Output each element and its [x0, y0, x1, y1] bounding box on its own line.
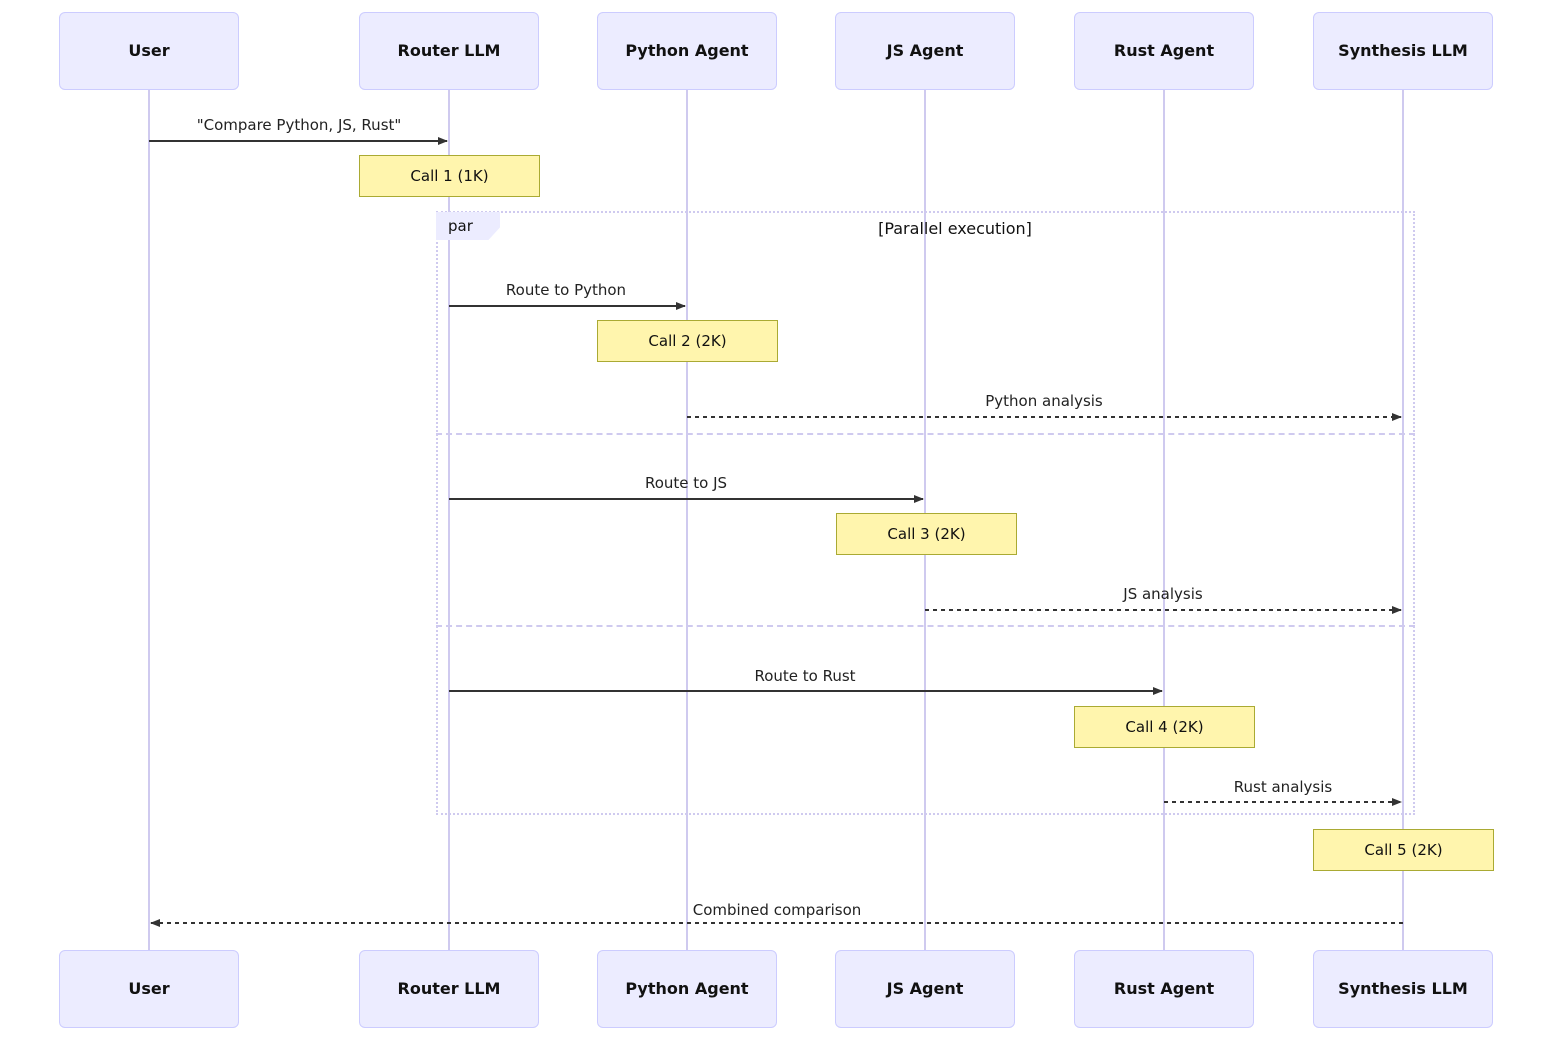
- participant-python-top[interactable]: Python Agent: [597, 12, 777, 90]
- participant-synthesis-top[interactable]: Synthesis LLM: [1313, 12, 1493, 90]
- participant-label-js-top: JS Agent: [886, 41, 964, 61]
- note-n4[interactable]: Call 4 (2K): [1074, 706, 1255, 748]
- participant-js-top[interactable]: JS Agent: [835, 12, 1015, 90]
- participant-router-bottom[interactable]: Router LLM: [359, 950, 539, 1028]
- lifeline-synthesis: [1402, 90, 1404, 950]
- lifeline-rust: [1163, 90, 1165, 950]
- participant-label-router-bottom: Router LLM: [397, 979, 501, 999]
- par-frame-divider-2: [436, 625, 1415, 627]
- note-label-n1: Call 1 (1K): [410, 167, 489, 185]
- participant-label-synthesis-top: Synthesis LLM: [1338, 41, 1468, 61]
- message-label-m7: Rust analysis: [1233, 778, 1333, 796]
- frame-title-label: [Parallel execution]: [878, 219, 1032, 238]
- frame-operator-label-box: par: [436, 212, 500, 240]
- participant-python-bottom[interactable]: Python Agent: [597, 950, 777, 1028]
- participant-synthesis-bottom[interactable]: Synthesis LLM: [1313, 950, 1493, 1028]
- frame-operator-label: par: [448, 217, 473, 235]
- participant-label-python-bottom: Python Agent: [625, 979, 749, 999]
- note-label-n4: Call 4 (2K): [1125, 718, 1204, 736]
- note-n3[interactable]: Call 3 (2K): [836, 513, 1017, 555]
- note-n5[interactable]: Call 5 (2K): [1313, 829, 1494, 871]
- participant-router-top[interactable]: Router LLM: [359, 12, 539, 90]
- note-n2[interactable]: Call 2 (2K): [597, 320, 778, 362]
- participant-js-bottom[interactable]: JS Agent: [835, 950, 1015, 1028]
- par-frame-outline: [436, 211, 1415, 815]
- note-label-n2: Call 2 (2K): [648, 332, 727, 350]
- participant-label-rust-top: Rust Agent: [1113, 41, 1215, 61]
- participant-label-rust-bottom: Rust Agent: [1113, 979, 1215, 999]
- participant-label-router-top: Router LLM: [397, 41, 501, 61]
- note-label-n5: Call 5 (2K): [1364, 841, 1443, 859]
- participant-label-synthesis-bottom: Synthesis LLM: [1338, 979, 1468, 999]
- par-frame-divider-1: [436, 433, 1415, 435]
- message-label-m6: Route to Rust: [754, 667, 856, 685]
- note-n1[interactable]: Call 1 (1K): [359, 155, 540, 197]
- message-label-m4: Route to JS: [644, 474, 728, 492]
- participant-user-top[interactable]: User: [59, 12, 239, 90]
- participant-label-user-bottom: User: [128, 979, 170, 999]
- participant-rust-top[interactable]: Rust Agent: [1074, 12, 1254, 90]
- message-label-m3: Python analysis: [985, 392, 1103, 410]
- participant-label-python-top: Python Agent: [625, 41, 749, 61]
- participant-label-js-bottom: JS Agent: [886, 979, 964, 999]
- note-label-n3: Call 3 (2K): [887, 525, 966, 543]
- message-label-m1: "Compare Python, JS, Rust": [196, 116, 402, 134]
- participant-label-user-top: User: [128, 41, 170, 61]
- message-label-m2: Route to Python: [505, 281, 627, 299]
- lifeline-router: [448, 90, 450, 950]
- lifeline-user: [148, 90, 150, 950]
- message-label-m8: Combined comparison: [692, 901, 862, 919]
- lifeline-python: [686, 90, 688, 950]
- participant-rust-bottom[interactable]: Rust Agent: [1074, 950, 1254, 1028]
- message-label-m5: JS analysis: [1123, 585, 1203, 603]
- participant-user-bottom[interactable]: User: [59, 950, 239, 1028]
